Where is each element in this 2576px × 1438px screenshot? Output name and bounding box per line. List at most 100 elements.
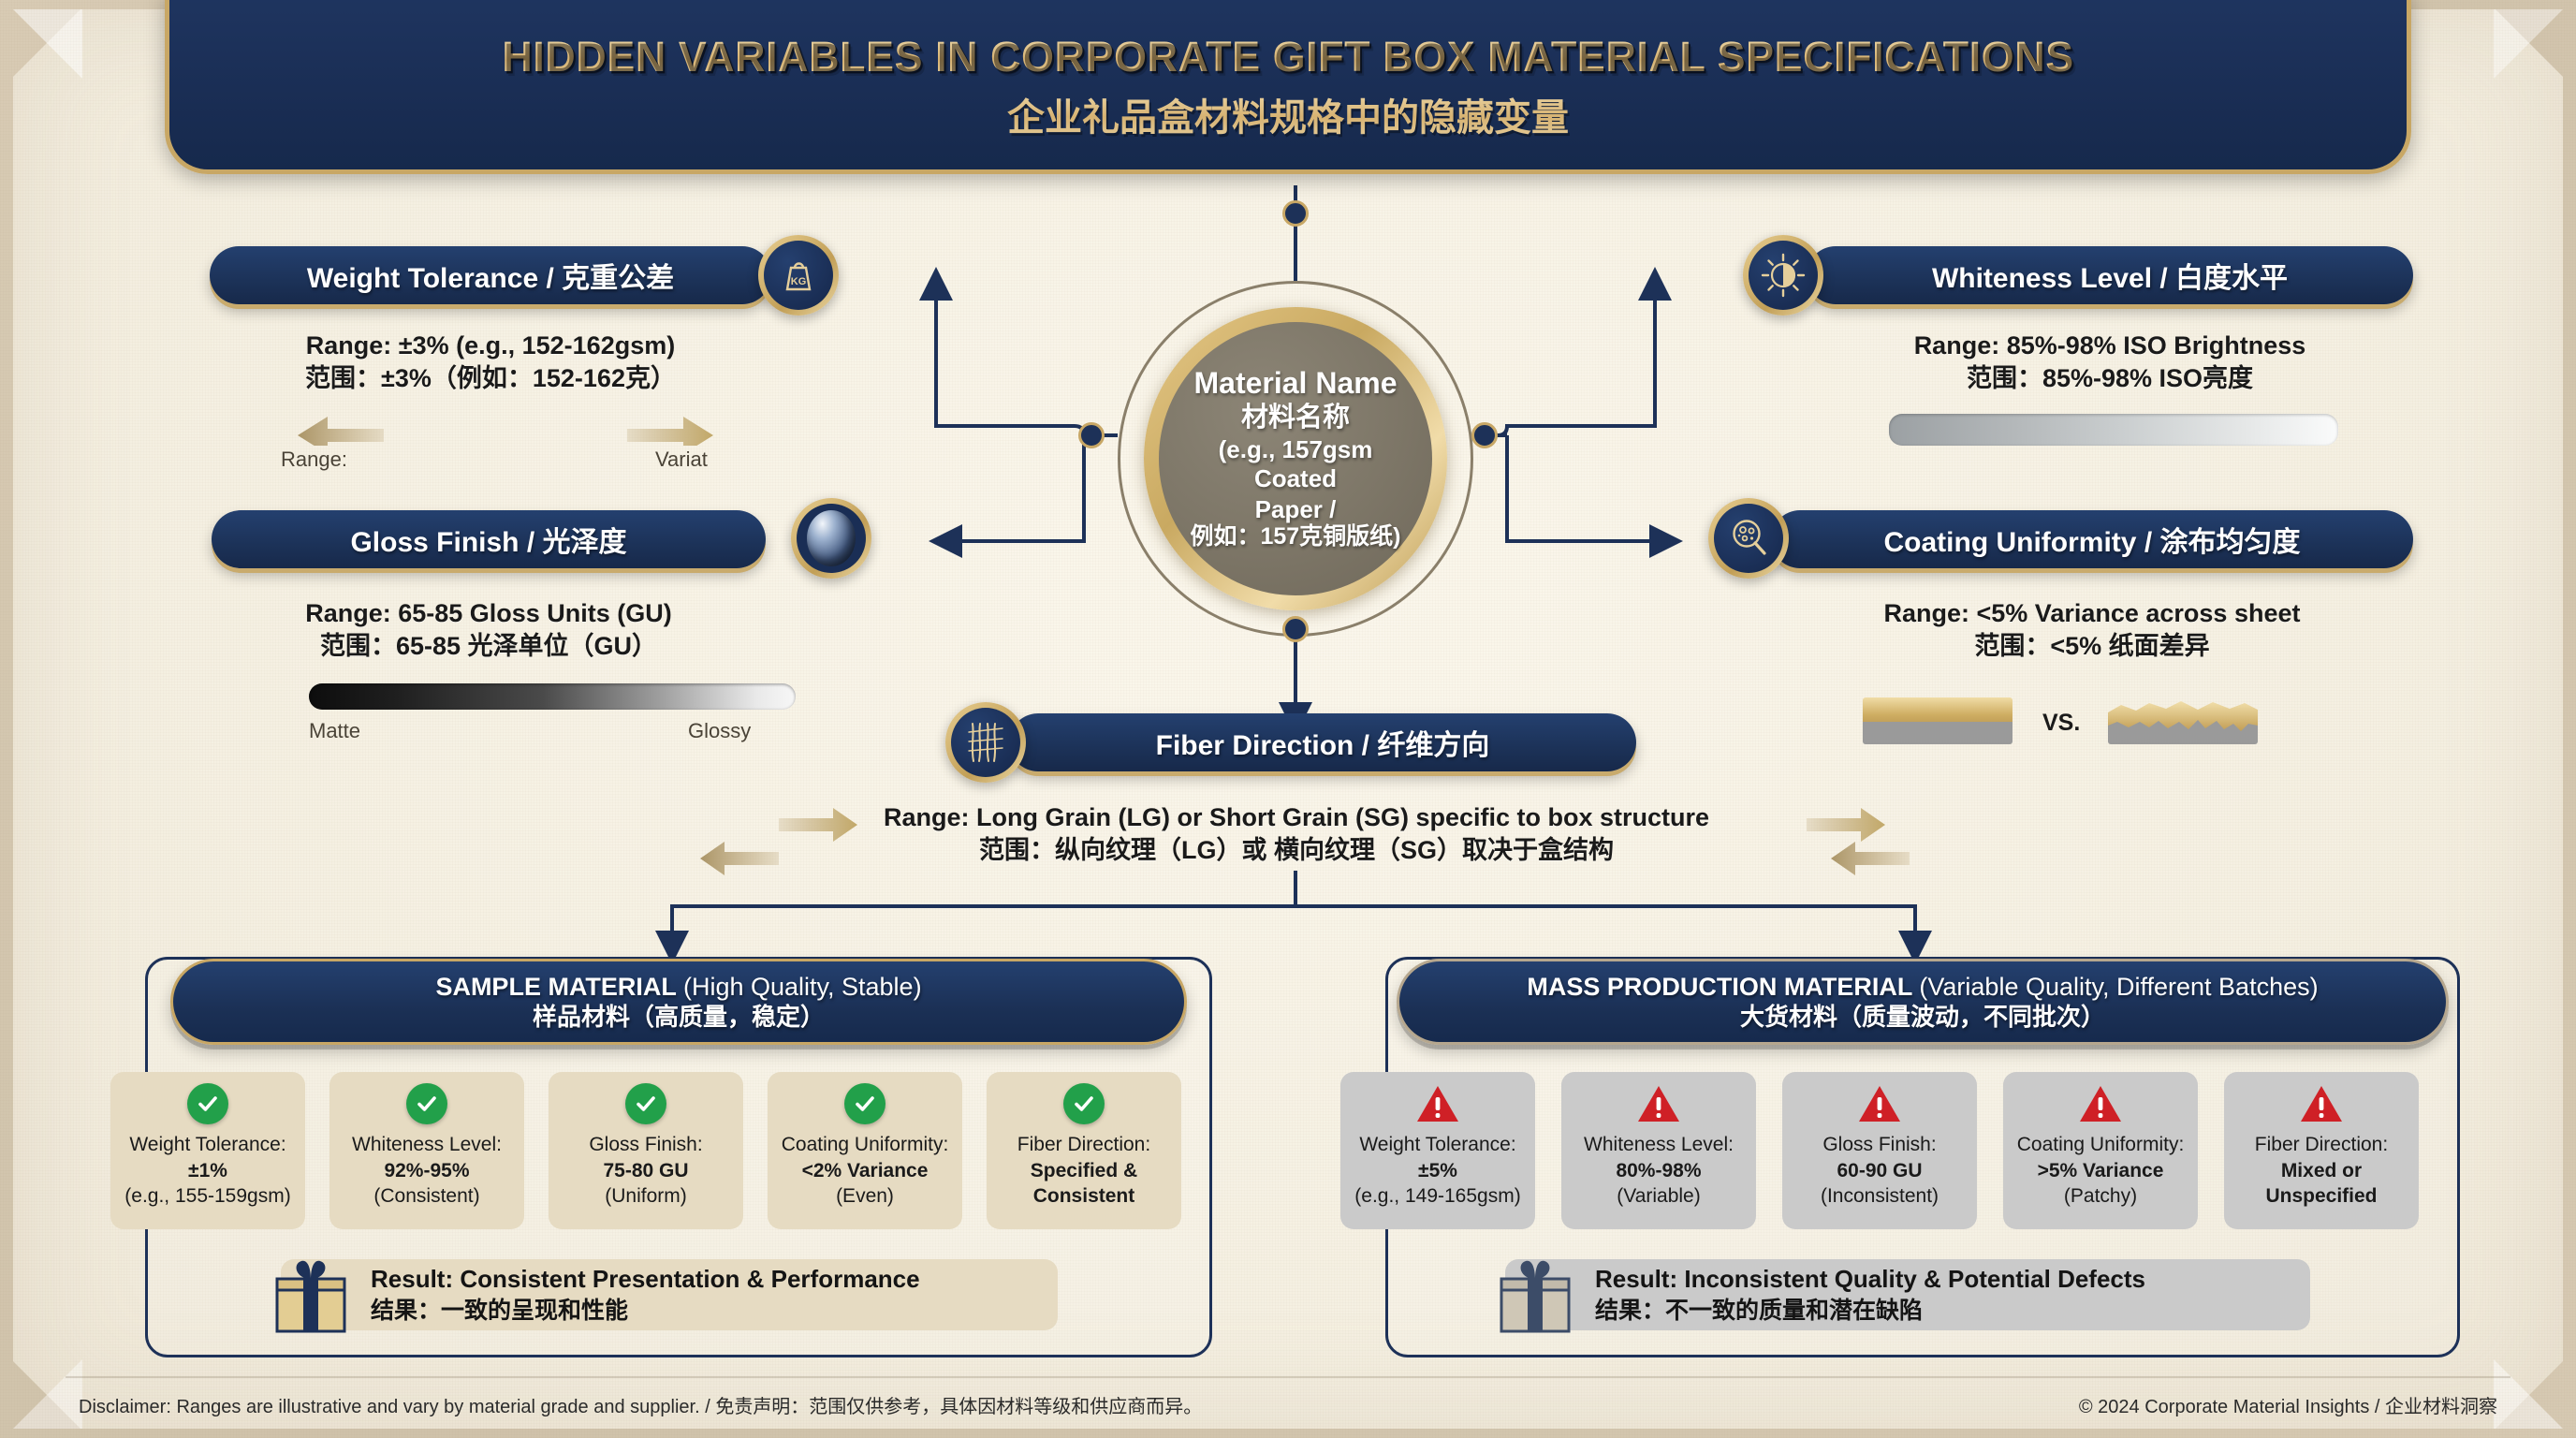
hub-node-bottom: [1282, 616, 1309, 642]
mass-card-4-label: Fiber Direction:: [2254, 1134, 2389, 1155]
magnifier-coating-icon: [1708, 498, 1789, 579]
sample-card-4-value: Specified &: [1030, 1159, 1138, 1181]
gift-box-grey-icon: [1500, 1260, 1571, 1333]
page-title: HIDDEN VARIABLES IN CORPORATE GIFT BOX M…: [502, 32, 2074, 81]
hub-line-2: 材料名称: [1240, 403, 1350, 433]
fiber-grain-icon: [945, 702, 1026, 783]
mass-card-0-label: Weight Tolerance:: [1359, 1134, 1516, 1155]
mass-head-title: MASS PRODUCTION MATERIAL: [1527, 972, 1920, 1001]
sample-card-2-label: Gloss Finish:: [589, 1134, 703, 1155]
hub-line-3: (e.g., 157gsm Coated: [1218, 435, 1373, 492]
mass-card-weight-tolerance[interactable]: Weight Tolerance: ±5% (e.g., 149-165gsm): [1340, 1072, 1535, 1229]
sample-card-whiteness-level[interactable]: Whiteness Level: 92%-95% (Consistent): [329, 1072, 524, 1229]
sample-card-3-value: <2% Variance: [801, 1159, 929, 1181]
sample-card-coating-uniformity[interactable]: Coating Uniformity: <2% Variance (Even): [768, 1072, 962, 1229]
check-circle-icon: [1063, 1083, 1105, 1124]
branch-whiteness-level-desc: Range: 85%-98% ISO Brightness 范围：85%-98%…: [1807, 330, 2413, 394]
mass-card-0-note: (e.g., 149-165gsm): [1354, 1185, 1521, 1208]
corner-fold-top-right: [2494, 9, 2563, 79]
whiteness-range-zh: 范围：85%-98% ISO亮度: [1966, 363, 2254, 392]
sample-result-zh: 结果：一致的呈现和性能: [371, 1297, 629, 1324]
title-banner: HIDDEN VARIABLES IN CORPORATE GIFT BOX M…: [165, 0, 2411, 174]
mass-card-2-label: Gloss Finish:: [1822, 1134, 1937, 1155]
branch-whiteness-level-pill[interactable]: Whiteness Level / 白度水平: [1807, 246, 2413, 304]
warning-triangle-icon: [2078, 1083, 2123, 1124]
sample-card-fiber-direction[interactable]: Fiber Direction: Specified & Consistent: [987, 1072, 1181, 1229]
gloss-range-zh: 范围：65-85 光泽单位（GU）: [319, 631, 658, 660]
branch-gloss-finish-desc: Range: 65-85 Gloss Units (GU) 范围：65-85 光…: [212, 597, 766, 662]
sample-card-4-note: Consistent: [1032, 1185, 1135, 1208]
branch-weight-tolerance-desc: Range: ±3% (e.g., 152-162gsm) 范围：±3%（例如：…: [210, 330, 771, 394]
weight-range-en: Range: ±3% (e.g., 152-162gsm): [305, 331, 676, 360]
weight-scale-right-label: Variat: [655, 448, 708, 471]
fiber-range-en: Range: Long Grain (LG) or Short Grain (S…: [883, 803, 1710, 831]
weight-range-zh: 范围：±3%（例如：152-162克）: [305, 363, 676, 392]
sample-card-3-label: Coating Uniformity:: [781, 1134, 949, 1155]
branch-weight-tolerance-label: Weight Tolerance / 克重公差: [306, 263, 675, 294]
branch-coating-uniformity-pill[interactable]: Coating Uniformity / 涂布均匀度: [1771, 510, 2413, 568]
branch-coating-uniformity-label: Coating Uniformity / 涂布均匀度: [1883, 527, 2301, 558]
hub-line-5: 例如：157克铜版纸): [1190, 523, 1401, 550]
material-hub: Material Name 材料名称 (e.g., 157gsm Coated …: [1118, 281, 1473, 637]
gloss-range-en: Range: 65-85 Gloss Units (GU): [305, 599, 672, 627]
sample-result-bar: Result: Consistent Presentation & Perfor…: [281, 1259, 1058, 1330]
branch-coating-uniformity-desc: Range: <5% Variance across sheet 范围：<5% …: [1771, 597, 2413, 662]
whiteness-gradient-strip: [1889, 414, 2338, 446]
sample-card-0-label: Weight Tolerance:: [129, 1134, 286, 1155]
check-circle-icon: [187, 1083, 228, 1124]
gloss-sphere-icon: [791, 498, 871, 579]
mass-card-whiteness-level[interactable]: Whiteness Level: 80%-98% (Variable): [1561, 1072, 1756, 1229]
warning-triangle-icon: [2299, 1083, 2344, 1124]
gloss-scale-right-label: Glossy: [688, 719, 752, 742]
sample-card-4-label: Fiber Direction:: [1017, 1134, 1151, 1155]
mass-production-panel-header: MASS PRODUCTION MATERIAL (Variable Quali…: [1397, 959, 2449, 1045]
sample-card-1-value: 92%-95%: [384, 1159, 470, 1181]
sample-card-2-value: 75-80 GU: [603, 1159, 689, 1181]
coating-range-en: Range: <5% Variance across sheet: [1883, 599, 2301, 627]
hub-line-1: Material Name: [1193, 366, 1398, 401]
fiber-range-zh: 范围：纵向纹理（LG）或 横向纹理（SG）取决于盒结构: [978, 835, 1614, 864]
page-subtitle: 企业礼品盒材料规格中的隐藏变量: [1007, 87, 1569, 141]
mass-card-fiber-direction[interactable]: Fiber Direction: Mixed or Unspecified: [2224, 1072, 2419, 1229]
corner-fold-top-left: [13, 9, 82, 79]
sample-card-weight-tolerance[interactable]: Weight Tolerance: ±1% (e.g., 155-159gsm): [110, 1072, 305, 1229]
mass-head-note: (Variable Quality, Different Batches): [1919, 972, 2319, 1001]
corner-fold-bottom-left: [13, 1359, 82, 1429]
branch-fiber-direction-pill[interactable]: Fiber Direction / 纤维方向: [1009, 713, 1636, 771]
mass-card-coating-uniformity[interactable]: Coating Uniformity: >5% Variance (Patchy…: [2003, 1072, 2198, 1229]
branch-whiteness-level-label: Whiteness Level / 白度水平: [1931, 263, 2289, 294]
footer-copyright: © 2024 Corporate Material Insights / 企业材…: [2078, 1397, 2497, 1417]
gloss-scale-left-label: Matte: [309, 719, 361, 742]
warning-triangle-icon: [1857, 1083, 1902, 1124]
warning-triangle-icon: [1636, 1083, 1681, 1124]
hub-node-left: [1078, 422, 1105, 448]
mass-card-2-note: (Inconsistent): [1820, 1185, 1939, 1208]
whiteness-range-en: Range: 85%-98% ISO Brightness: [1913, 331, 2306, 360]
mass-result-bar: Result: Inconsistent Quality & Potential…: [1505, 1259, 2310, 1330]
branch-weight-tolerance-pill[interactable]: Weight Tolerance / 克重公差: [210, 246, 771, 304]
gift-box-gold-icon: [275, 1260, 346, 1333]
check-circle-icon: [844, 1083, 886, 1124]
sample-card-0-value: ±1%: [188, 1159, 227, 1181]
mass-card-2-value: 60-90 GU: [1837, 1159, 1923, 1181]
gloss-gradient-strip: [309, 683, 796, 710]
sample-card-1-label: Whiteness Level:: [352, 1134, 502, 1155]
mass-card-4-value: Mixed or: [2280, 1159, 2363, 1181]
weight-kg-icon: KG: [758, 235, 839, 315]
corner-fold-bottom-right: [2494, 1359, 2563, 1429]
hub-node-top: [1282, 200, 1309, 227]
mass-card-1-note: (Variable): [1617, 1185, 1701, 1208]
check-circle-icon: [406, 1083, 447, 1124]
sample-card-gloss-finish[interactable]: Gloss Finish: 75-80 GU (Uniform): [549, 1072, 743, 1229]
coating-range-zh: 范围：<5% 纸面差异: [1974, 631, 2210, 660]
sample-head-title: SAMPLE MATERIAL: [435, 972, 683, 1001]
weight-scale-left-label: Range:: [281, 448, 347, 471]
mass-result-zh: 结果：不一致的质量和潜在缺陷: [1595, 1297, 1924, 1324]
branch-gloss-finish-pill[interactable]: Gloss Finish / 光泽度: [212, 510, 766, 568]
mass-head-zh: 大货材料（质量波动，不同批次）: [1739, 1002, 2105, 1031]
mass-card-gloss-finish[interactable]: Gloss Finish: 60-90 GU (Inconsistent): [1782, 1072, 1977, 1229]
coating-even-swatch: [1863, 697, 2012, 744]
sample-card-0-note: (e.g., 155-159gsm): [124, 1185, 291, 1208]
sample-head-note: (High Quality, Stable): [682, 972, 922, 1001]
mass-card-3-note: (Patchy): [2063, 1185, 2138, 1208]
